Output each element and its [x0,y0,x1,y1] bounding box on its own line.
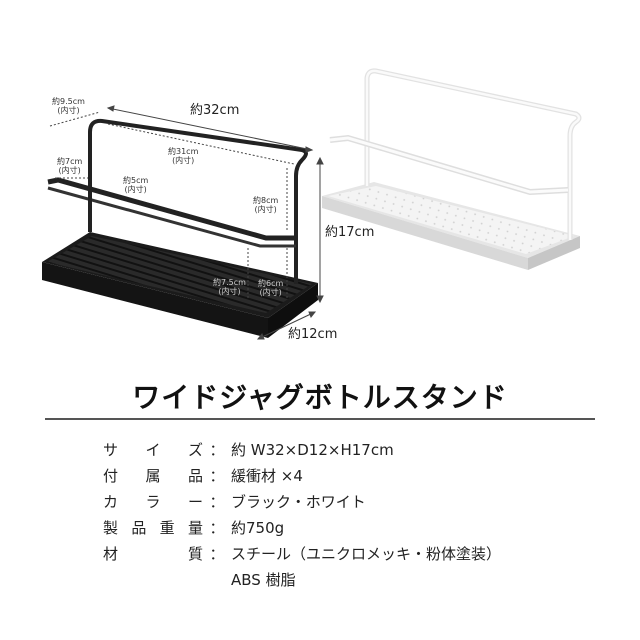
spec-value: ブラック・ホワイト [231,492,366,511]
white-stand [322,68,582,270]
dim-note: (内寸) [259,288,282,298]
spec-value: ABS 樹脂 [231,570,296,589]
title-divider [45,418,595,420]
spec-colon: ： [209,518,225,537]
dim-note: (内寸) [57,106,80,116]
spec-row-accessories: 付 属 品 ： 緩衝材 ×4 [103,462,501,488]
dim-value: 約31cm [168,147,199,156]
spec-key-char: 属 [145,466,161,485]
dim-value: 約7.5cm [213,278,246,287]
dim-value: 約8cm [253,196,279,205]
spec-colon: ： [209,466,225,485]
spec-key-char: 付 [103,466,119,485]
spec-key-char: カ [103,492,119,511]
dim-value: 約7cm [57,157,83,166]
spec-value: 約 W32×D12×H17cm [231,440,394,459]
label-lower-height-b: 約6cm (内寸) [258,279,283,297]
dim-note: (内寸) [58,166,81,176]
dim-note: (内寸) [124,185,147,195]
label-width-total: 約32cm [190,103,240,118]
spec-value: 約750g [231,518,285,537]
spec-key-char: ズ [187,440,203,459]
label-inner-width: 約31cm (内寸) [168,147,198,165]
dim-note: (内寸) [218,287,241,297]
spec-colon: ： [209,492,225,511]
label-rail-gap: 約5cm (内寸) [123,176,148,194]
spec-row-size: サ イ ズ ： 約 W32×D12×H17cm [103,436,501,462]
label-front-depth: 約7cm (内寸) [57,157,82,175]
spec-key: カ ラ ー [103,491,203,512]
spec-colon: ： [209,544,225,563]
spec-value: スチール（ユニクロメッキ・粉体塗装） [231,544,502,563]
label-depth-top: 約9.5cm (内寸) [52,97,85,115]
label-lower-height-a: 約7.5cm (内寸) [213,278,246,296]
spec-colon: ： [209,440,225,459]
label-height-total: 約17cm [325,225,375,240]
spec-key-char: イ [145,440,161,459]
spec-list: サ イ ズ ： 約 W32×D12×H17cm 付 属 品 ： 緩衝材 ×4 カ… [103,436,501,592]
spec-key: 製 品 重 量 [103,517,203,538]
dim-note: (内寸) [172,156,195,166]
dim-value: 約5cm [123,176,149,185]
dim-value: 約9.5cm [52,97,85,106]
dim-note: (内寸) [254,205,277,215]
spec-key-char: ー [187,492,203,511]
spec-row-color: カ ラ ー ： ブラック・ホワイト [103,488,501,514]
spec-value: 緩衝材 ×4 [231,466,303,485]
spec-key-char: 製 [103,518,119,537]
black-stand [42,118,318,338]
spec-key-char: 品 [131,518,147,537]
spec-key: 材 質 [103,543,203,564]
spec-key-char: サ [103,440,119,459]
spec-key-char: 重 [159,518,175,537]
spec-row-weight: 製 品 重 量 ： 約750g [103,514,501,540]
spec-key-char: 材 [103,544,119,563]
product-title: ワイドジャグボトルスタンド [132,381,508,414]
spec-key-char: 量 [187,518,203,537]
spec-row-material: 材 質 ： スチール（ユニクロメッキ・粉体塗装） [103,540,501,566]
spec-key-char: ラ [145,492,161,511]
spec-key-char: 品 [187,466,203,485]
product-illustration [42,68,582,340]
dim-value: 約6cm [258,279,284,288]
label-depth-total: 約12cm [288,327,338,342]
spec-key: サ イ ズ [103,439,203,460]
spec-row-material-cont: x x ABS 樹脂 [103,566,501,592]
spec-key-char: 質 [187,544,203,563]
dimension-lines [49,105,324,340]
spec-key: 付 属 品 [103,465,203,486]
label-upper-height: 約8cm (内寸) [253,196,278,214]
